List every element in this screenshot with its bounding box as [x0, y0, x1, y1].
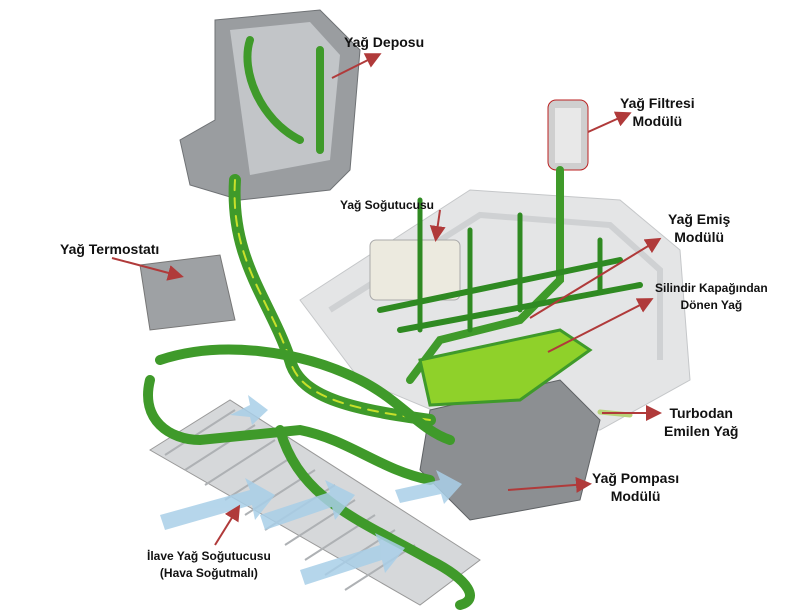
- oil-tank: [179, 9, 361, 201]
- label-line: Yağ Filtresi: [620, 95, 695, 111]
- oil-filter-module: [547, 99, 589, 171]
- label-oil-cooler: Yağ Soğutucusu: [340, 198, 435, 212]
- label-line: Emilen Yağ: [664, 423, 739, 439]
- label-line: Turbodan: [669, 405, 733, 421]
- label-line: Silindir Kapağından: [655, 281, 768, 295]
- leader-arrows: [111, 53, 662, 546]
- label-line: Yağ Emiş: [668, 211, 731, 227]
- pump-shape: [419, 379, 601, 521]
- label-oil-pump-module: Yağ Pompası Modülü: [592, 469, 679, 505]
- label-line: Modülü: [632, 113, 683, 129]
- label-aux-cooler: İlave Yağ Soğutucusu (Hava Soğutmalı): [147, 548, 271, 582]
- label-line: Modülü: [610, 488, 661, 504]
- label-line: Modülü: [674, 229, 725, 245]
- label-suction-module: Yağ Emiş Modülü: [668, 210, 730, 246]
- label-line: İlave Yağ Soğutucusu: [147, 549, 271, 563]
- label-line: Dönen Yağ: [680, 298, 743, 312]
- airflow-arrows: [160, 395, 462, 585]
- oil-cooler-shape: [369, 239, 461, 301]
- thermostat-shape: [139, 254, 236, 331]
- label-oil-tank: Yağ Deposu: [344, 34, 425, 50]
- label-head-return: Silindir Kapağından Dönen Yağ: [655, 280, 768, 314]
- label-line: (Hava Soğutmalı): [159, 566, 258, 580]
- label-line: Yağ Pompası: [592, 470, 680, 486]
- oil-pipes: [143, 36, 643, 610]
- label-turbo-return: Turbodan Emilen Yağ: [664, 404, 738, 440]
- label-oil-filter-module: Yağ Filtresi Modülü: [620, 94, 695, 130]
- label-thermostat: Yağ Termostatı: [60, 241, 160, 257]
